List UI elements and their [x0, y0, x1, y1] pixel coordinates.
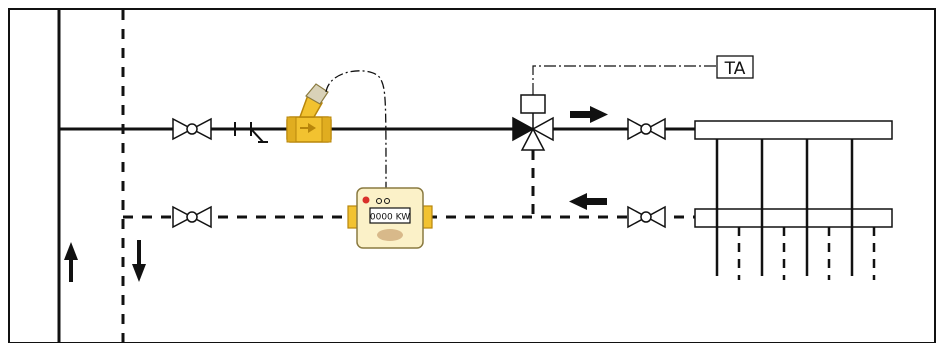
circuit-return-valve-icon	[627, 205, 666, 229]
controller-label: TA	[724, 59, 746, 79]
return-loop-outlets	[737, 227, 876, 280]
supply-shutoff-valve-icon	[172, 117, 212, 141]
strainer-icon	[234, 122, 268, 143]
supply-manifold	[694, 120, 893, 140]
down-arrow-icon	[132, 240, 146, 282]
meter-display-text: 0000 KW	[370, 213, 410, 223]
controller-box	[716, 55, 754, 79]
return-shutoff-valve-icon	[172, 205, 212, 229]
valve-actuator-icon	[520, 94, 546, 114]
circuit-supply-valve-icon	[627, 117, 666, 141]
three-way-mixing-valve-icon	[512, 94, 554, 151]
heat-meter-icon	[347, 187, 433, 249]
balancing-valve-icon	[286, 83, 332, 143]
return-manifold	[694, 208, 893, 228]
sensor-cable	[325, 70, 387, 191]
supply-flow-arrow-icon	[570, 106, 608, 123]
supply-loop-outlets	[715, 139, 854, 276]
return-flow-arrow-icon	[569, 193, 607, 210]
frame-border	[8, 8, 936, 343]
up-arrow-icon	[64, 242, 78, 282]
control-signal-line	[532, 65, 717, 95]
